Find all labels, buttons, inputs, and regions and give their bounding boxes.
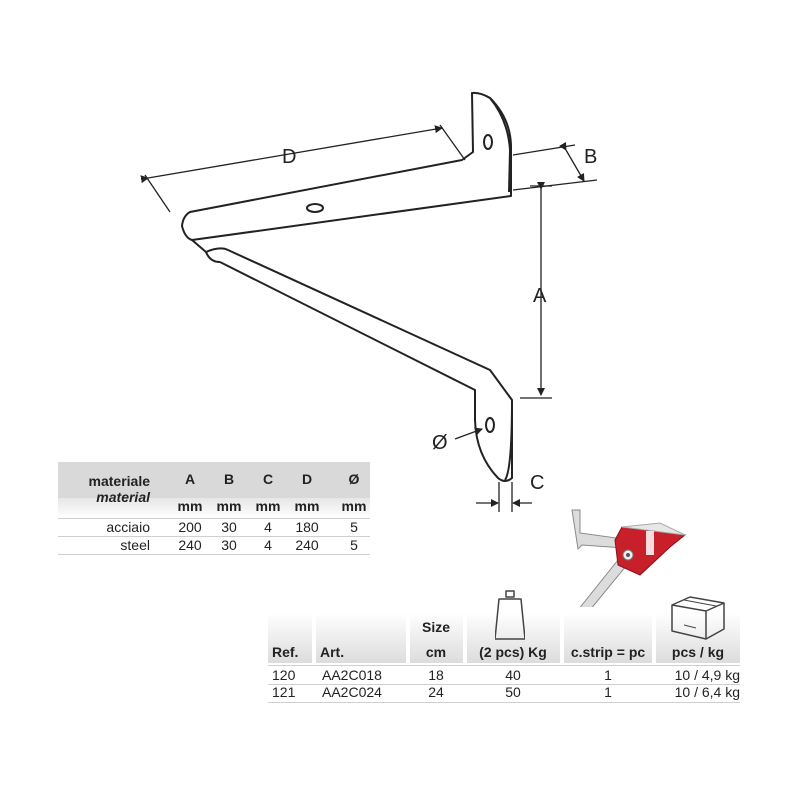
package-label	[614, 522, 687, 576]
row-pcs-kg: 10 / 6,4 kg	[674, 684, 740, 700]
row-size: 18	[428, 667, 444, 683]
row-a: 200	[178, 519, 202, 535]
column-separator	[652, 607, 656, 663]
top-hole	[483, 134, 493, 150]
row-name: acciaio	[106, 519, 150, 535]
row-divider	[58, 536, 370, 537]
material-units-band	[58, 498, 370, 518]
header-ref: Ref.	[272, 644, 299, 660]
row-divider	[58, 554, 370, 555]
header-weight: (2 pcs) Kg	[479, 644, 547, 660]
header-materiale: materiale	[88, 473, 150, 489]
row-name: steel	[120, 537, 150, 553]
material-header-band	[58, 462, 370, 498]
row-c: 4	[264, 537, 272, 553]
row-ref: 120	[272, 667, 296, 683]
row-divider	[268, 665, 740, 666]
unit-diameter: mm	[341, 498, 367, 514]
row-b: 30	[221, 537, 237, 553]
dim-label-diameter: Ø	[432, 432, 448, 454]
header-b: B	[223, 471, 235, 487]
dimension-lines	[140, 124, 598, 512]
header-size-unit: cm	[425, 644, 447, 660]
header-diameter: Ø	[348, 471, 360, 487]
header-size: Size	[421, 619, 450, 635]
header-d: D	[301, 471, 313, 487]
unit-d: mm	[294, 498, 320, 514]
bottom-hole	[485, 417, 495, 433]
dim-label-d: D	[282, 146, 296, 168]
row-divider	[268, 702, 740, 703]
dim-label-b: B	[584, 146, 597, 168]
row-strip: 1	[604, 667, 612, 683]
header-material: material	[96, 489, 150, 505]
row-art: AA2C024	[322, 684, 382, 700]
header-pcs-kg: pcs / kg	[671, 644, 725, 660]
row-d: 180	[295, 519, 319, 535]
row-b: 30	[221, 519, 237, 535]
row-weight: 40	[505, 667, 521, 683]
product-header-band	[268, 607, 740, 663]
header-c: C	[262, 471, 274, 487]
unit-c: mm	[255, 498, 281, 514]
dim-label-c: C	[530, 472, 544, 494]
bracket-outline	[181, 91, 513, 482]
middle-hole	[306, 203, 324, 213]
row-pcs-kg: 10 / 4,9 kg	[674, 667, 740, 683]
row-diameter: 5	[350, 519, 358, 535]
unit-a: mm	[177, 498, 203, 514]
unit-b: mm	[216, 498, 242, 514]
row-strip: 1	[604, 684, 612, 700]
bracket-technical-drawing: D B A C Ø	[140, 91, 598, 512]
row-ref: 121	[272, 684, 296, 700]
row-divider	[268, 684, 740, 685]
header-strip: c.strip = pc	[570, 644, 646, 660]
column-separator	[312, 607, 316, 663]
header-a: A	[184, 471, 196, 487]
row-c: 4	[264, 519, 272, 535]
row-d: 240	[295, 537, 319, 553]
column-separator	[406, 607, 410, 663]
row-art: AA2C018	[322, 667, 382, 683]
column-separator	[560, 607, 564, 663]
box-icon	[671, 596, 725, 640]
mounting-holes	[306, 134, 495, 433]
row-diameter: 5	[350, 537, 358, 553]
row-weight: 50	[505, 684, 521, 700]
row-divider	[58, 518, 370, 519]
row-a: 240	[178, 537, 202, 553]
header-art: Art.	[320, 644, 345, 660]
weight-icon	[495, 590, 525, 640]
dim-label-a: A	[533, 285, 547, 307]
column-separator	[463, 607, 467, 663]
row-size: 24	[428, 684, 444, 700]
